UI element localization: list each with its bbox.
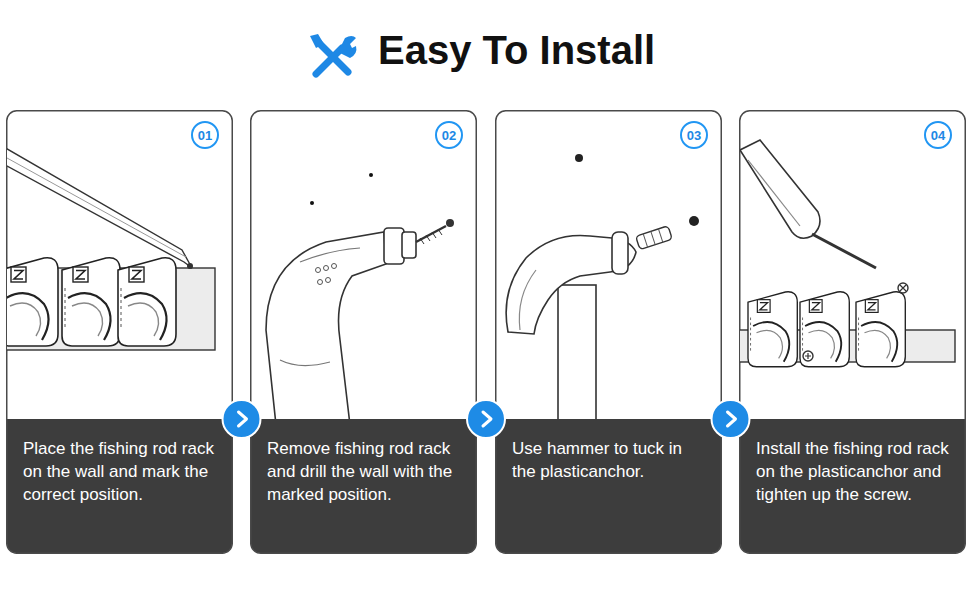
step-caption: Install the fishing rod rack on the plas… [739,419,966,506]
step-number-badge: 01 [191,121,219,149]
page-title: Easy To Install [378,28,655,73]
step-panel: Place the fishing rod rack on the wall a… [6,110,233,554]
step-caption: Use hammer to tuck in the plasticanchor. [495,419,722,483]
step-number: 04 [931,129,945,142]
step-panel: Remove fishing rod rack and drill the wa… [250,110,477,554]
panel-frame [496,111,722,554]
step-one-illustration [7,146,215,350]
step-two-illustration [266,173,454,419]
step-number-badge: 04 [924,121,952,149]
step-panel: Install the fishing rod rack on the plas… [739,110,966,554]
tools-icon [310,34,356,74]
step-caption: Place the fishing rod rack on the wall a… [6,419,233,506]
step-arrow [223,400,261,438]
step-arrow [467,400,505,438]
step-number: 02 [442,129,456,142]
step-arrow [712,400,750,438]
step-three-illustration [506,154,699,419]
step-caption: Remove fishing rod rack and drill the wa… [250,419,477,506]
step-number: 03 [687,129,701,142]
step-number-badge: 02 [435,121,463,149]
step-four-illustration [740,140,955,367]
step-panel: Use hammer to tuck in the plasticanchor.… [495,110,722,554]
step-number-badge: 03 [680,121,708,149]
step-number: 01 [198,129,212,142]
panel-frame [251,111,477,554]
